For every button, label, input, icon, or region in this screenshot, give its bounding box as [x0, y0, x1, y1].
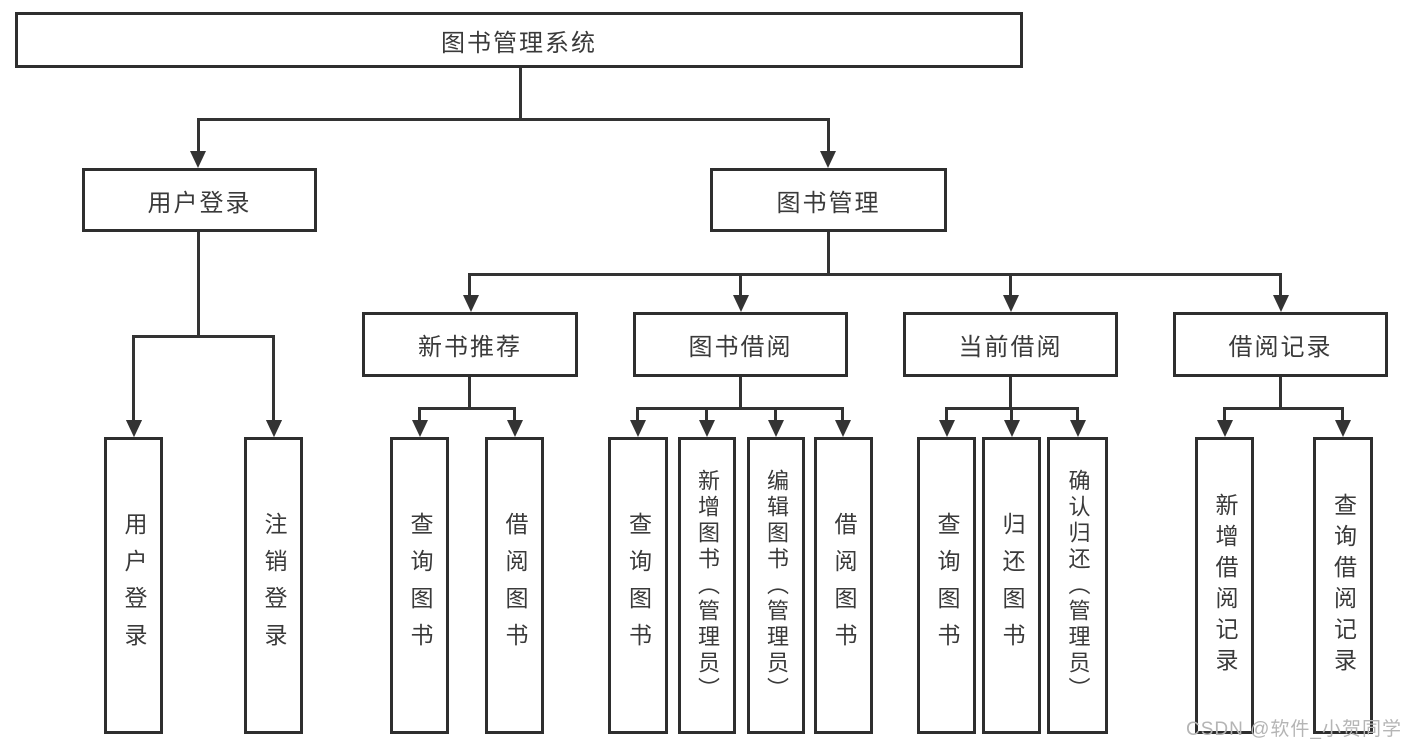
leaf-borrow-book-label: 借阅图书 [831, 511, 857, 660]
connector-line [636, 408, 639, 422]
connector-line [468, 273, 1282, 276]
arrow-down-icon [939, 420, 955, 437]
arrow-down-icon [126, 420, 142, 437]
connector-line [1009, 377, 1012, 409]
leaf-add-borrow-record: 新增借阅记录 [1195, 437, 1254, 734]
connector-line [519, 68, 522, 118]
leaf-borrow-book-recommend: 借阅图书 [485, 437, 544, 734]
connector-line [945, 408, 948, 422]
connector-line [705, 408, 708, 422]
connector-line [197, 118, 830, 121]
connector-line [418, 407, 516, 410]
connector-line [1341, 408, 1344, 422]
arrow-down-icon [1217, 420, 1233, 437]
node-new-book-recommendation: 新书推荐 [362, 312, 578, 377]
connector-line [636, 407, 844, 410]
connector-line [841, 408, 844, 422]
connector-line [1279, 377, 1282, 409]
leaf-query-book-current: 查询图书 [917, 437, 976, 734]
connector-line [468, 275, 471, 297]
node-book-management-label: 图书管理 [776, 189, 881, 217]
leaf-logout-login-label: 注销登录 [261, 511, 287, 660]
leaf-edit-book-admin-label: 编辑图书（管理员） [764, 468, 789, 703]
node-user-login: 用户登录 [82, 168, 317, 232]
arrow-down-icon [1003, 295, 1019, 312]
connector-line [1010, 408, 1013, 422]
connector-line [1009, 275, 1012, 297]
node-book-borrowing: 图书借阅 [633, 312, 848, 377]
connector-line [418, 408, 421, 422]
leaf-edit-book-admin: 编辑图书（管理员） [747, 437, 805, 734]
node-book-borrowing-label: 图书借阅 [688, 334, 793, 361]
watermark: CSDN @软件_小贺同学 [1186, 719, 1402, 740]
leaf-query-borrow-record: 查询借阅记录 [1313, 437, 1373, 734]
arrow-down-icon [266, 420, 282, 437]
connector-line [197, 232, 200, 337]
arrow-down-icon [699, 420, 715, 437]
connector-line [132, 336, 135, 422]
arrow-down-icon [733, 295, 749, 312]
leaf-logout-login: 注销登录 [244, 437, 303, 734]
arrow-down-icon [630, 420, 646, 437]
leaf-add-borrow-record-label: 新增借阅记录 [1212, 492, 1238, 679]
leaf-user-login-label: 用户登录 [121, 511, 147, 660]
connector-line [1076, 408, 1079, 422]
node-borrowing-records-label: 借阅记录 [1228, 334, 1333, 361]
connector-line [739, 377, 742, 409]
leaf-query-book-borrow-label: 查询图书 [625, 511, 652, 660]
connector-line [827, 232, 830, 275]
connector-line [272, 336, 275, 422]
arrow-down-icon [412, 420, 428, 437]
arrow-down-icon [1335, 420, 1351, 437]
leaf-confirm-return-admin-label: 确认归还（管理员） [1065, 468, 1091, 703]
connector-line [774, 408, 777, 422]
node-new-book-recommendation-label: 新书推荐 [418, 334, 522, 361]
leaf-borrow-book-recommend-label: 借阅图书 [502, 511, 528, 660]
connector-line [1223, 408, 1226, 422]
leaf-query-book-recommend-label: 查询图书 [407, 511, 433, 660]
leaf-query-book-current-label: 查询图书 [934, 511, 960, 660]
arrow-down-icon [768, 420, 784, 437]
connector-line [739, 275, 742, 297]
node-borrowing-records: 借阅记录 [1173, 312, 1388, 377]
node-current-borrowing-label: 当前借阅 [958, 334, 1063, 361]
connector-line [1223, 407, 1344, 410]
leaf-return-book: 归还图书 [982, 437, 1041, 734]
connector-line [827, 119, 830, 152]
connector-line [132, 335, 275, 338]
leaf-add-book-admin-label: 新增图书（管理员） [695, 468, 720, 703]
node-current-borrowing: 当前借阅 [903, 312, 1118, 377]
node-root-label: 图书管理系统 [441, 29, 597, 57]
arrow-down-icon [463, 295, 479, 312]
connector-line [197, 119, 200, 152]
leaf-borrow-book: 借阅图书 [814, 437, 873, 734]
leaf-query-book-recommend: 查询图书 [390, 437, 449, 734]
connector-line [468, 377, 471, 409]
arrow-down-icon [1004, 420, 1020, 437]
leaf-query-book-borrow: 查询图书 [608, 437, 668, 734]
leaf-confirm-return-admin: 确认归还（管理员） [1047, 437, 1108, 734]
connector-line [1279, 275, 1282, 297]
node-book-management: 图书管理 [710, 168, 947, 232]
arrow-down-icon [1070, 420, 1086, 437]
connector-line [513, 408, 516, 422]
arrow-down-icon [820, 151, 836, 168]
leaf-user-login: 用户登录 [104, 437, 163, 734]
node-user-login-label: 用户登录 [147, 189, 252, 217]
arrow-down-icon [1273, 295, 1289, 312]
arrow-down-icon [507, 420, 523, 437]
arrow-down-icon [190, 151, 206, 168]
leaf-return-book-label: 归还图书 [999, 511, 1025, 660]
leaf-query-borrow-record-label: 查询借阅记录 [1330, 492, 1357, 679]
arrow-down-icon [835, 420, 851, 437]
node-root: 图书管理系统 [15, 12, 1023, 68]
leaf-add-book-admin: 新增图书（管理员） [678, 437, 736, 734]
